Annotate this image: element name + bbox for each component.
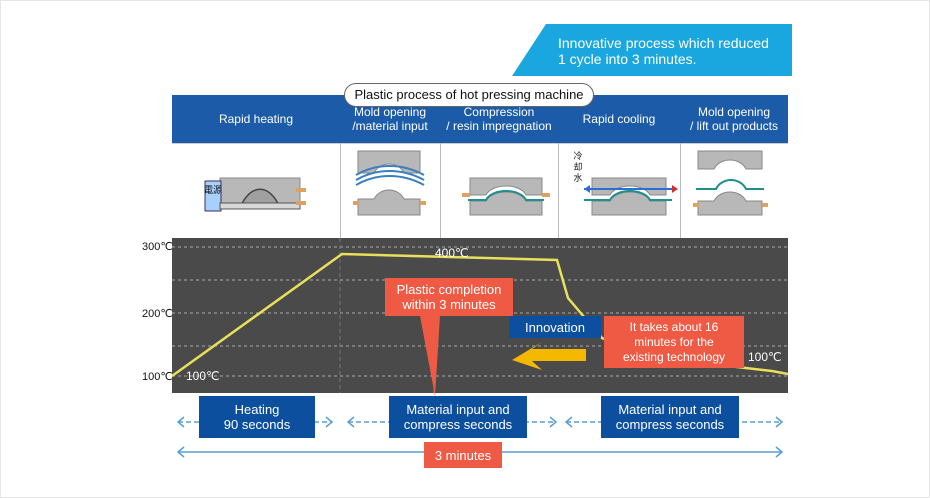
- step-label-2: /material input: [352, 119, 428, 133]
- callout-line: minutes for the: [634, 334, 714, 349]
- phase-label: Material input and: [406, 402, 510, 417]
- step-label: Rapid cooling: [582, 112, 656, 126]
- icon-divider: [440, 143, 441, 238]
- mold-illustrations: 電源 冷 却 水: [204, 150, 768, 216]
- headline-line-2: 1 cycle into 3 minutes.: [558, 51, 697, 67]
- step-label: Mold opening: [697, 105, 771, 119]
- mold-lift-icon: [693, 150, 768, 216]
- cooling-water-label-3: 水: [573, 172, 582, 183]
- mold-compression-icon: [462, 177, 550, 216]
- step-label: Compression: [463, 105, 535, 119]
- phase-label: compress seconds: [615, 417, 725, 432]
- total-time-label: 3 minutes: [424, 442, 502, 468]
- headline-banner: [512, 24, 792, 76]
- step-label: Mold opening: [353, 105, 427, 119]
- callout-line: within 3 minutes: [402, 297, 496, 312]
- phase-label: Material input and: [618, 402, 722, 417]
- end-temp-label: 100℃: [748, 350, 782, 364]
- step-label-2: / lift out products: [689, 119, 779, 133]
- callout-line: Plastic completion: [396, 282, 502, 297]
- phase-label: Heating: [234, 402, 280, 417]
- step-mold-opening-lift: Mold opening/ lift out products: [680, 95, 788, 143]
- headline-line-1: Innovative process which reduced: [558, 35, 769, 51]
- step-compression: Compression/ resin impregnation: [440, 95, 558, 143]
- phase-label: 90 seconds: [223, 417, 291, 432]
- icon-divider: [680, 143, 681, 238]
- peak-temp-label: 400℃: [435, 246, 469, 260]
- callout-line: It takes about 16: [629, 319, 719, 334]
- cooling-water-label-2: 却: [573, 162, 582, 172]
- mold-heating-icon: [204, 177, 306, 212]
- step-label-2: / resin impregnation: [446, 119, 552, 133]
- icon-divider: [340, 143, 341, 238]
- mold-cooling-icon: [584, 177, 678, 216]
- y-tick-100: 100℃: [142, 371, 173, 383]
- step-mold-opening-input: Mold opening/material input: [340, 95, 440, 143]
- mold-open-icon: [353, 150, 426, 216]
- y-tick-200: 200℃: [142, 308, 173, 320]
- innovation-label: Innovation: [509, 316, 601, 338]
- power-label-1: 電源: [204, 185, 222, 195]
- step-label: Rapid heating: [218, 112, 294, 126]
- innovation-arrow: [512, 342, 586, 370]
- completion-callout-pointer: [420, 316, 440, 396]
- y-tick-300: 300℃: [142, 241, 173, 253]
- phase-label: compress seconds: [403, 417, 513, 432]
- callout-line: existing technology: [622, 349, 726, 364]
- step-rapid-heating: Rapid heating: [172, 95, 340, 143]
- headline-text: Innovative process which reduced 1 cycle…: [558, 35, 788, 67]
- cooling-water-label-1: 冷: [573, 150, 582, 161]
- step-rapid-cooling: Rapid cooling: [558, 95, 680, 143]
- start-temp-label: 100℃: [186, 369, 220, 383]
- diagram-title: Plastic process of hot pressing machine: [344, 83, 594, 107]
- icon-divider: [558, 143, 559, 238]
